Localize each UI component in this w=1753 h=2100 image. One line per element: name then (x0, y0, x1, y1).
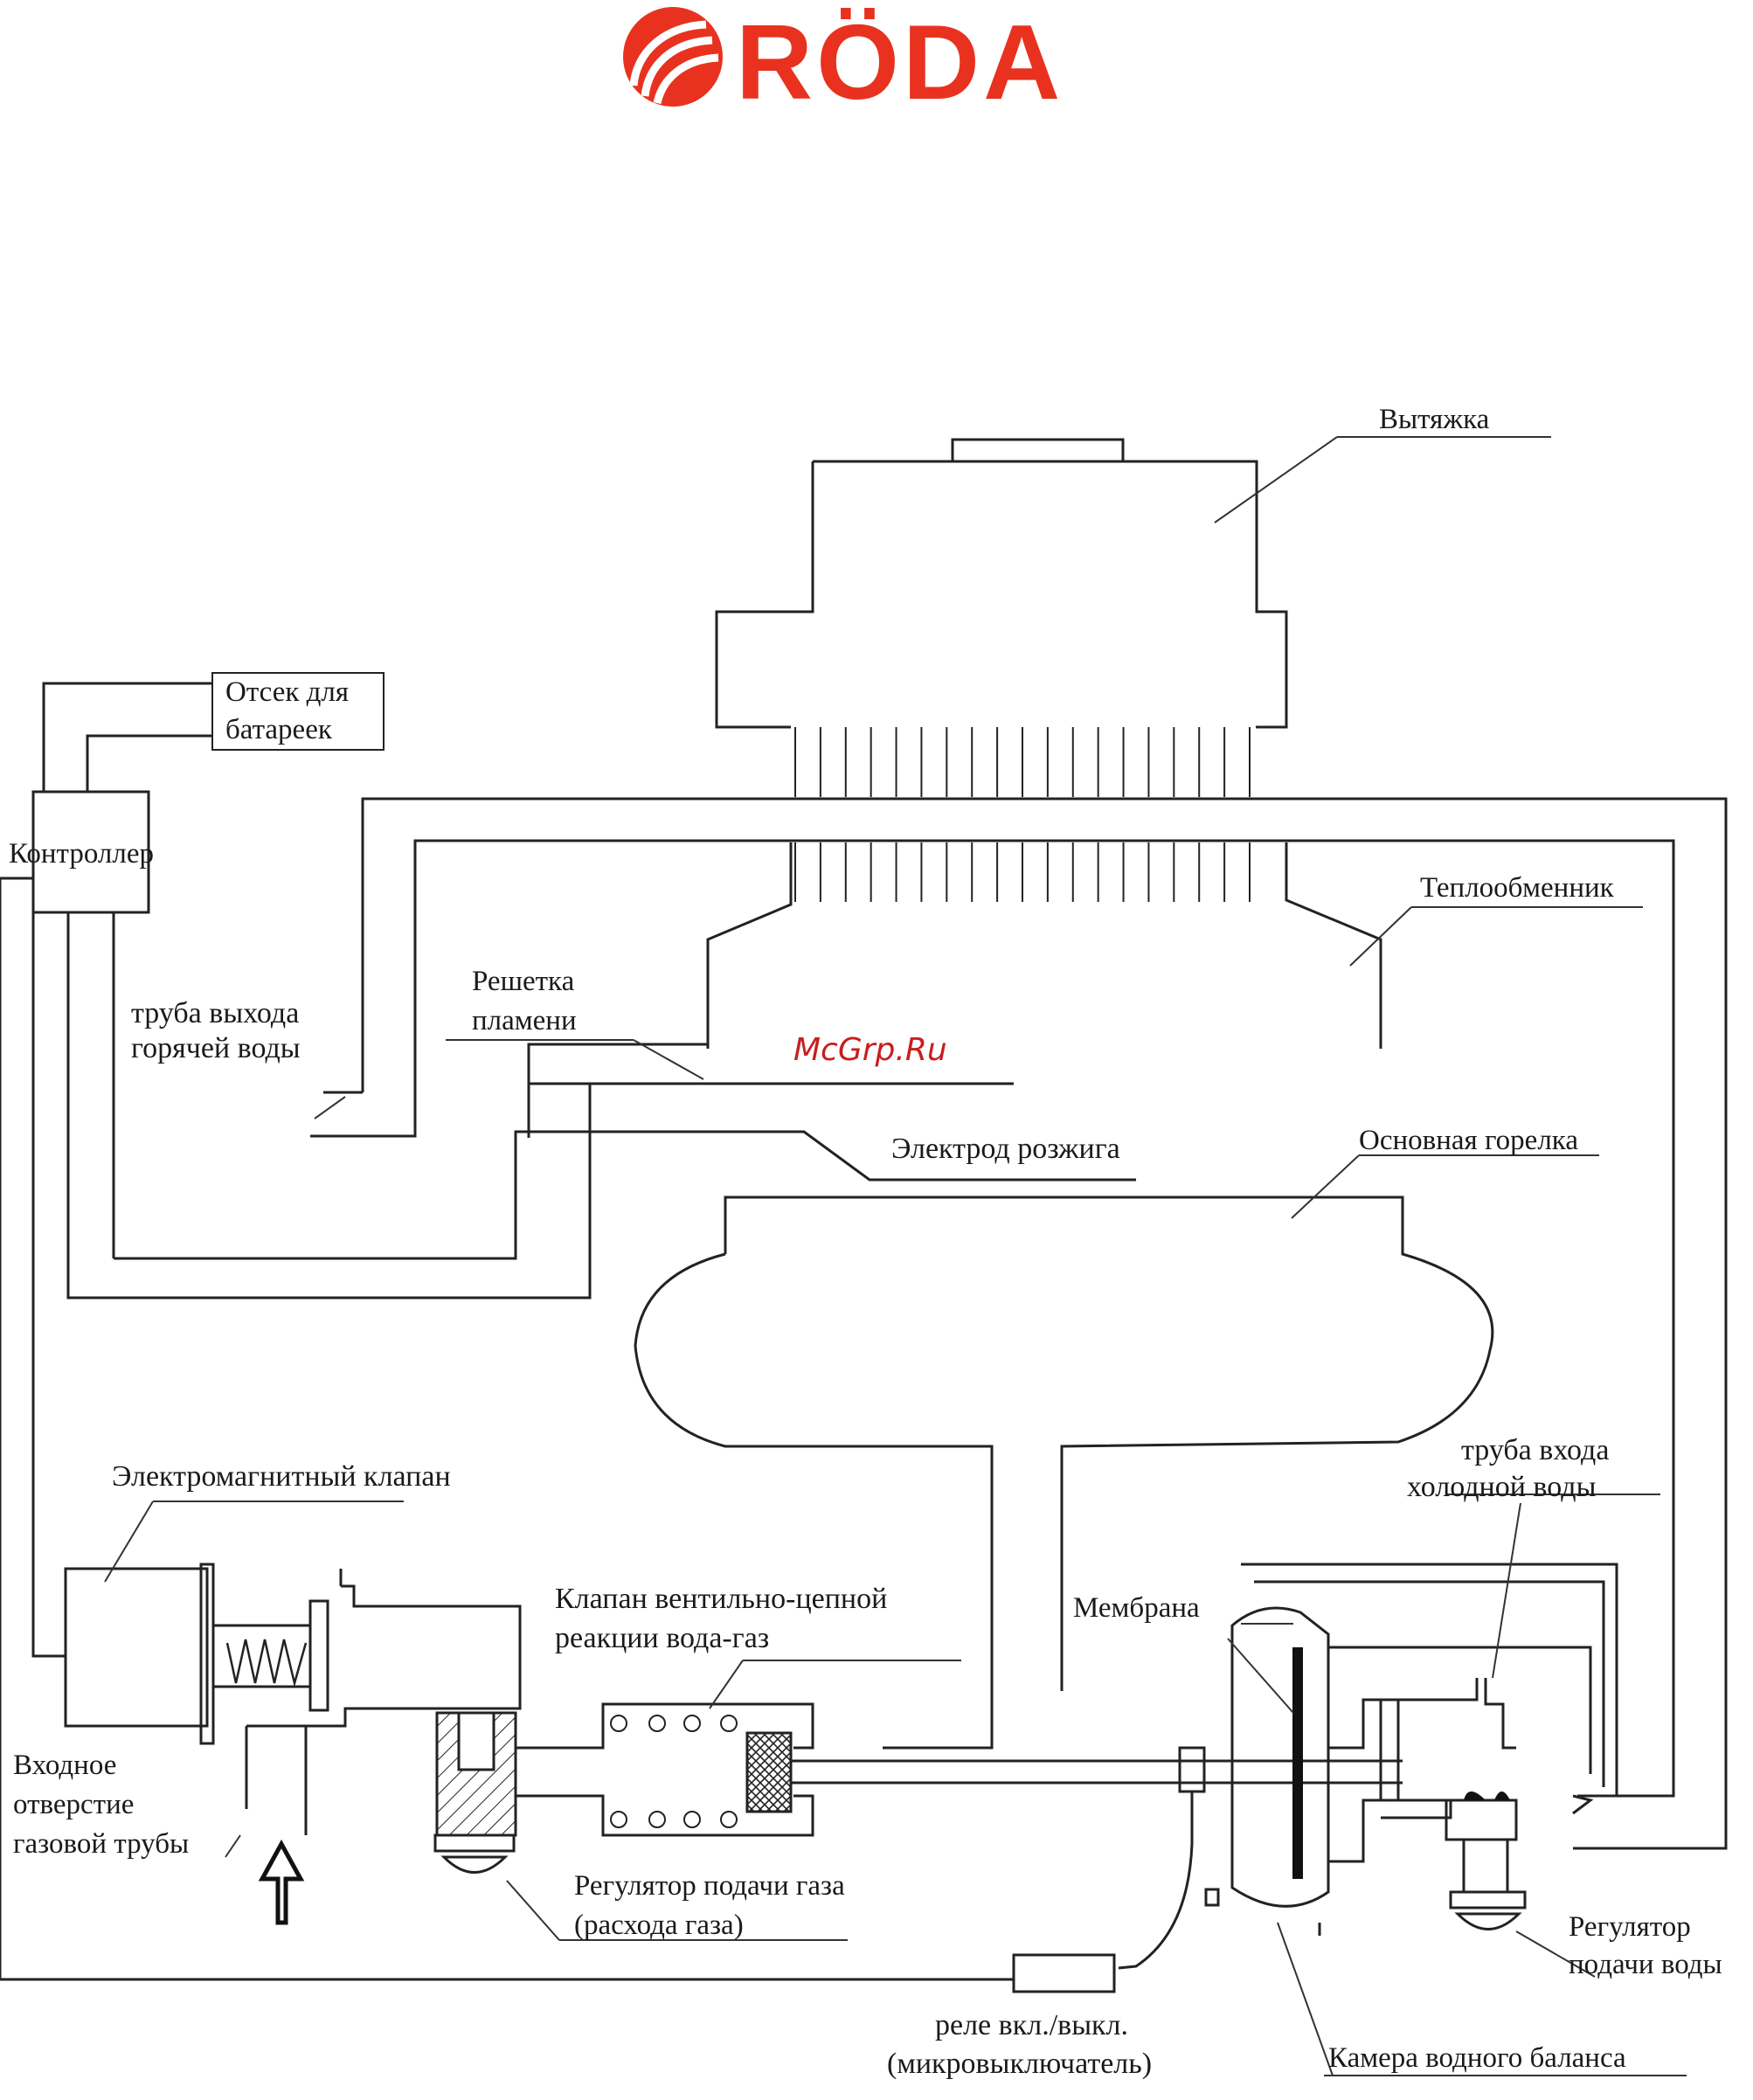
solenoid-valve (64, 1563, 522, 1835)
label-gas-regulator-line2: (расхода газа) (574, 1909, 744, 1941)
battery-wire-outer (42, 682, 212, 792)
leader-chain-valve-diag (709, 1660, 744, 1709)
label-membrane: Мембрана (1073, 1592, 1200, 1624)
battery-box (211, 672, 385, 751)
watermark: McGrp.Ru (793, 1032, 947, 1068)
flame-grid-tube-b (527, 1082, 1014, 1138)
water-balance-chamber (1230, 1606, 1592, 1936)
relay-box (1012, 1953, 1116, 1993)
cold-water-branch (1484, 1678, 1516, 1750)
hot-water-pipe-inner (310, 839, 1675, 1798)
label-hot-pipe-line2: горячей воды (131, 1032, 301, 1064)
label-flame-grid-line2: пламени (472, 1005, 577, 1036)
label-solenoid-valve: Электромагнитный клапан (112, 1460, 451, 1493)
label-chain-valve-line1: Клапан вентильно-цепной (555, 1583, 887, 1615)
label-flame-grid-line1: Решетка (472, 966, 575, 997)
leader-hot-pipe (314, 1096, 346, 1119)
leader-water-chamber (1277, 1922, 1334, 2076)
label-gas-regulator-line1: Регулятор подачи газа (574, 1870, 845, 1902)
cold-water-pipe-outer (1241, 1563, 1618, 1796)
leader-cold-pipe (1492, 1502, 1521, 1679)
logo-text: RÖDA (736, 3, 1064, 121)
label-water-regulator-line1: Регулятор (1569, 1911, 1691, 1943)
label-relay-line1: реле вкл./выкл. (935, 2009, 1128, 2041)
label-main-burner: Основная горелка (1359, 1125, 1578, 1156)
label-exhaust: Вытяжка (1379, 404, 1490, 435)
leader-water-regulator (1515, 1930, 1596, 1978)
controller-wire-grid (66, 912, 592, 1300)
roda-logo: RÖDA (623, 3, 1064, 121)
ignition-electrode-wire (114, 1130, 1136, 1260)
heat-exchanger-fins (794, 727, 1251, 902)
exhaust-hood (715, 438, 1288, 729)
label-relay-line2: (микровыключатель) (887, 2048, 1152, 2080)
leader-main-burner-diag (1291, 1154, 1360, 1219)
label-cold-pipe-line1: труба входа (1461, 1434, 1609, 1466)
controller-wire-solenoid (31, 912, 66, 1658)
gas-inlet-arrow-icon (258, 1839, 305, 1925)
label-water-regulator-line2: подачи воды (1569, 1949, 1722, 1980)
roda-swirl-icon (623, 7, 723, 107)
water-regulator (1445, 1792, 1527, 1930)
leader-exhaust-diag (1214, 436, 1338, 523)
chain-valve (516, 1702, 814, 1837)
label-gas-inlet-line1: Входное (13, 1750, 116, 1781)
flame-grid-tube-a (527, 1043, 708, 1138)
label-chain-valve-line2: реакции вода-газ (555, 1622, 769, 1654)
cold-inlet-connector (1572, 1794, 1594, 1815)
burner-feed (883, 1691, 994, 1750)
micro-switch (1118, 1746, 1220, 1970)
gas-regulator (433, 1711, 517, 1874)
label-cold-pipe-line2: холодной воды (1407, 1471, 1597, 1503)
hot-water-pipe-outer (361, 797, 1728, 1850)
leader-membrane (1227, 1638, 1294, 1714)
label-gas-inlet-line3: газовой трубы (13, 1828, 189, 1860)
exchanger-skirt-left (706, 842, 793, 1049)
cold-water-pipe-inner (1254, 1580, 1605, 1787)
controller-box (31, 790, 150, 914)
leader-flame-grid (633, 1039, 704, 1080)
exchanger-skirt-right (1285, 842, 1382, 1049)
label-controller: Контроллер (9, 838, 154, 870)
leader-gas-inlet (225, 1834, 241, 1858)
label-battery-line1: Отсек для (225, 676, 349, 708)
label-ignition-electrode: Электрод розжига (891, 1133, 1120, 1165)
leader-gas-regulator-diag (506, 1880, 560, 1941)
leader-heat-exchanger-diag (1349, 906, 1412, 967)
label-battery-line2: батареек (225, 714, 333, 745)
label-hot-pipe-line1: труба выхода (131, 997, 299, 1029)
leader-solenoid-diag (104, 1500, 154, 1583)
battery-wire-inner (86, 734, 212, 792)
main-burner (634, 1196, 1494, 1691)
label-gas-inlet-line2: отверстие (13, 1789, 134, 1820)
label-water-balance-chamber: Камера водного баланса (1328, 2042, 1626, 2074)
label-heat-exchanger: Теплообменник (1420, 872, 1615, 904)
